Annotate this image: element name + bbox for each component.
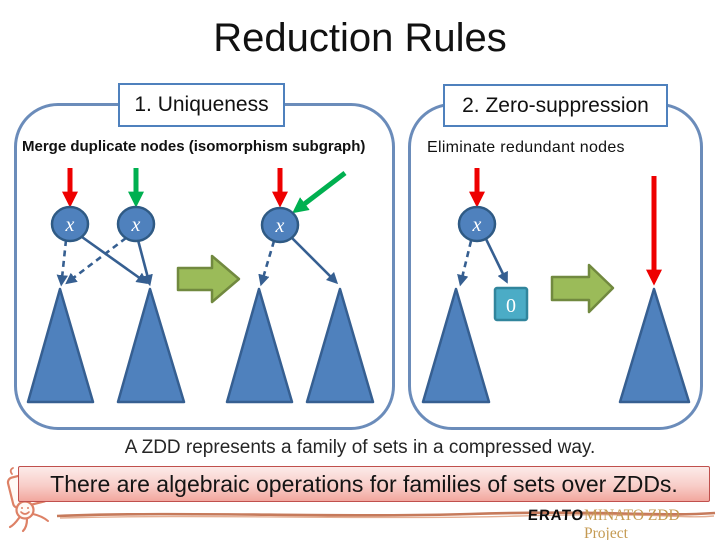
- highlight-banner: There are algebraic operations for famil…: [18, 466, 710, 502]
- uniqueness-header-label: 1. Uniqueness: [134, 93, 269, 116]
- project-credit: MINATO ZDD Project: [584, 507, 680, 540]
- summary-text: A ZDD represents a family of sets in a c…: [124, 437, 596, 458]
- highlight-text: There are algebraic operations for famil…: [50, 470, 678, 497]
- zero-suppression-header: 2. Zero-suppression: [443, 84, 668, 127]
- uniqueness-header: 1. Uniqueness: [118, 83, 285, 127]
- erato-logo: ERATO: [527, 507, 585, 524]
- zero-suppression-header-label: 2. Zero-suppression: [462, 93, 649, 117]
- zero-suppression-caption: Eliminate redundant nodes: [427, 139, 625, 156]
- uniqueness-caption: Merge duplicate nodes (isomorphism subgr…: [22, 138, 366, 155]
- page-title: Reduction Rules: [213, 16, 507, 60]
